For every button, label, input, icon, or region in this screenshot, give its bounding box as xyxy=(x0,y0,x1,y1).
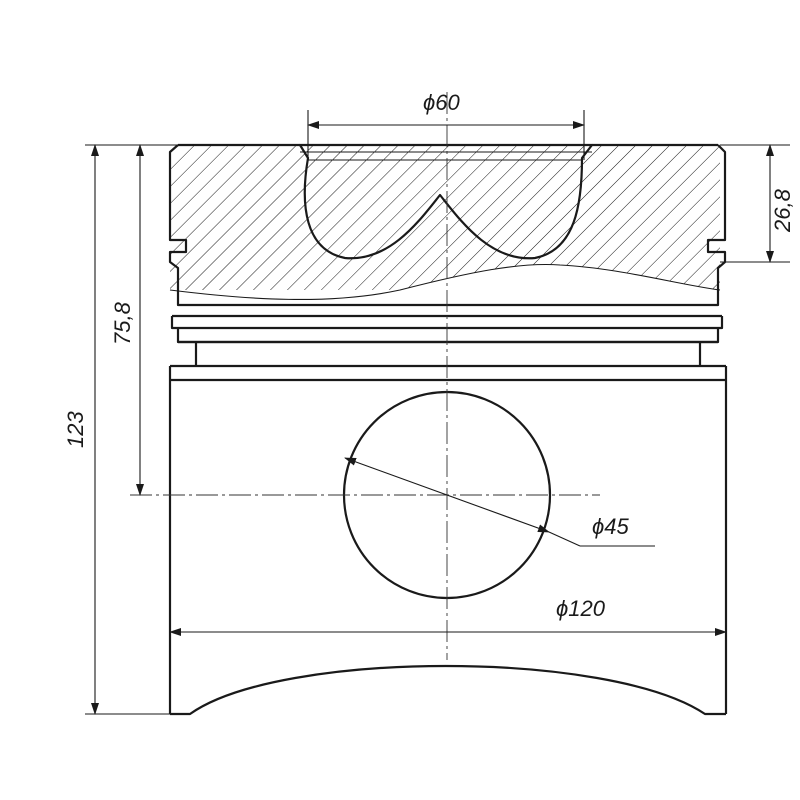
label-total-height: 123 xyxy=(63,411,88,448)
combustion-bowl xyxy=(298,143,594,260)
piston-outline xyxy=(168,143,728,716)
dimension-pin-diameter: ϕ45 xyxy=(344,457,655,547)
dimension-total-height: 123 xyxy=(63,144,170,715)
crown-lower-boundary xyxy=(170,264,720,305)
dimension-top-bowl-diameter: ϕ60 xyxy=(307,90,585,160)
dimension-pin-axis-height: 75,8 xyxy=(110,144,178,496)
label-pin-axis-height: 75,8 xyxy=(110,301,135,345)
dimension-crown-height: 26,8 xyxy=(720,144,795,263)
label-pin-diameter: ϕ45 xyxy=(592,514,629,539)
dimension-piston-diameter: ϕ120 xyxy=(169,596,727,636)
label-piston-diameter: ϕ120 xyxy=(556,596,606,621)
label-top-bowl-diameter: ϕ60 xyxy=(423,90,460,115)
label-crown-height: 26,8 xyxy=(770,188,795,233)
piston-crown-section xyxy=(169,143,721,305)
crown-hatch-fill xyxy=(170,145,720,290)
